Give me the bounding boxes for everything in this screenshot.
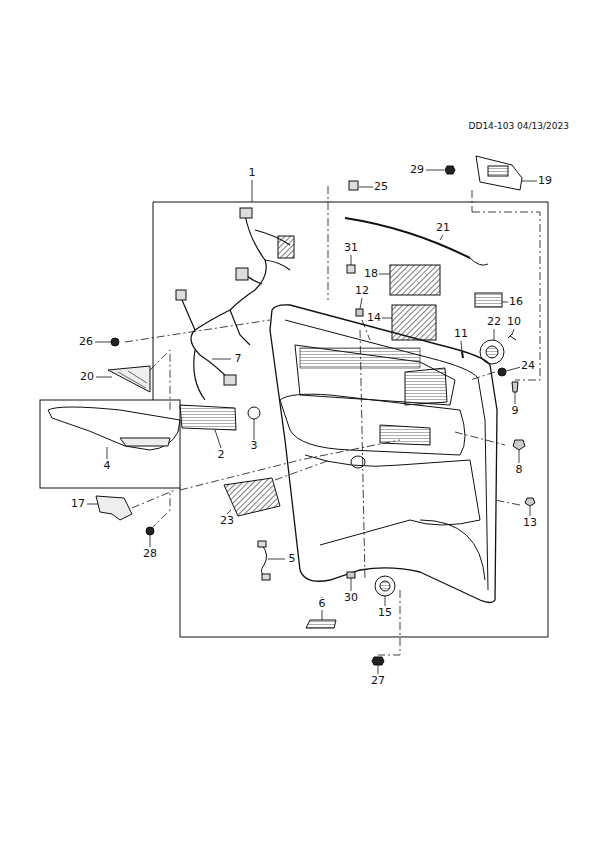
callout-number: 12 — [354, 285, 370, 297]
callout-number: 16 — [508, 296, 524, 308]
callout-number: 19 — [537, 175, 553, 187]
callout-number: 21 — [435, 222, 451, 234]
callout-number: 27 — [370, 675, 386, 687]
callout-number: 30 — [343, 592, 359, 604]
callout-number: 31 — [343, 242, 359, 254]
callout-number: 5 — [288, 553, 297, 565]
callout-number: 3 — [250, 440, 259, 452]
callout-number: 29 — [409, 164, 425, 176]
callout-number: 9 — [511, 405, 520, 417]
drawing-id: DD14-103 04/13/2023 — [468, 122, 570, 132]
callout-number: 23 — [219, 515, 235, 527]
callout-number: 6 — [318, 598, 327, 610]
callout-number: 1 — [248, 167, 257, 179]
callout-number: 18 — [363, 268, 379, 280]
callout-number: 17 — [70, 498, 86, 510]
callout-number: 20 — [79, 371, 95, 383]
callout-number: 13 — [522, 517, 538, 529]
callout-number: 11 — [453, 328, 469, 340]
callout-number: 14 — [366, 312, 382, 324]
callout-number: 10 — [506, 316, 522, 328]
callout-number: 22 — [486, 316, 502, 328]
callout-number: 24 — [520, 360, 536, 372]
callout-number: 7 — [234, 353, 243, 365]
callout-number: 2 — [217, 449, 226, 461]
callout-number: 25 — [373, 181, 389, 193]
callout-number: 28 — [142, 548, 158, 560]
callout-number: 26 — [78, 336, 94, 348]
callout-number: 8 — [515, 464, 524, 476]
callout-number: 4 — [103, 460, 112, 472]
callout-number: 15 — [377, 607, 393, 619]
